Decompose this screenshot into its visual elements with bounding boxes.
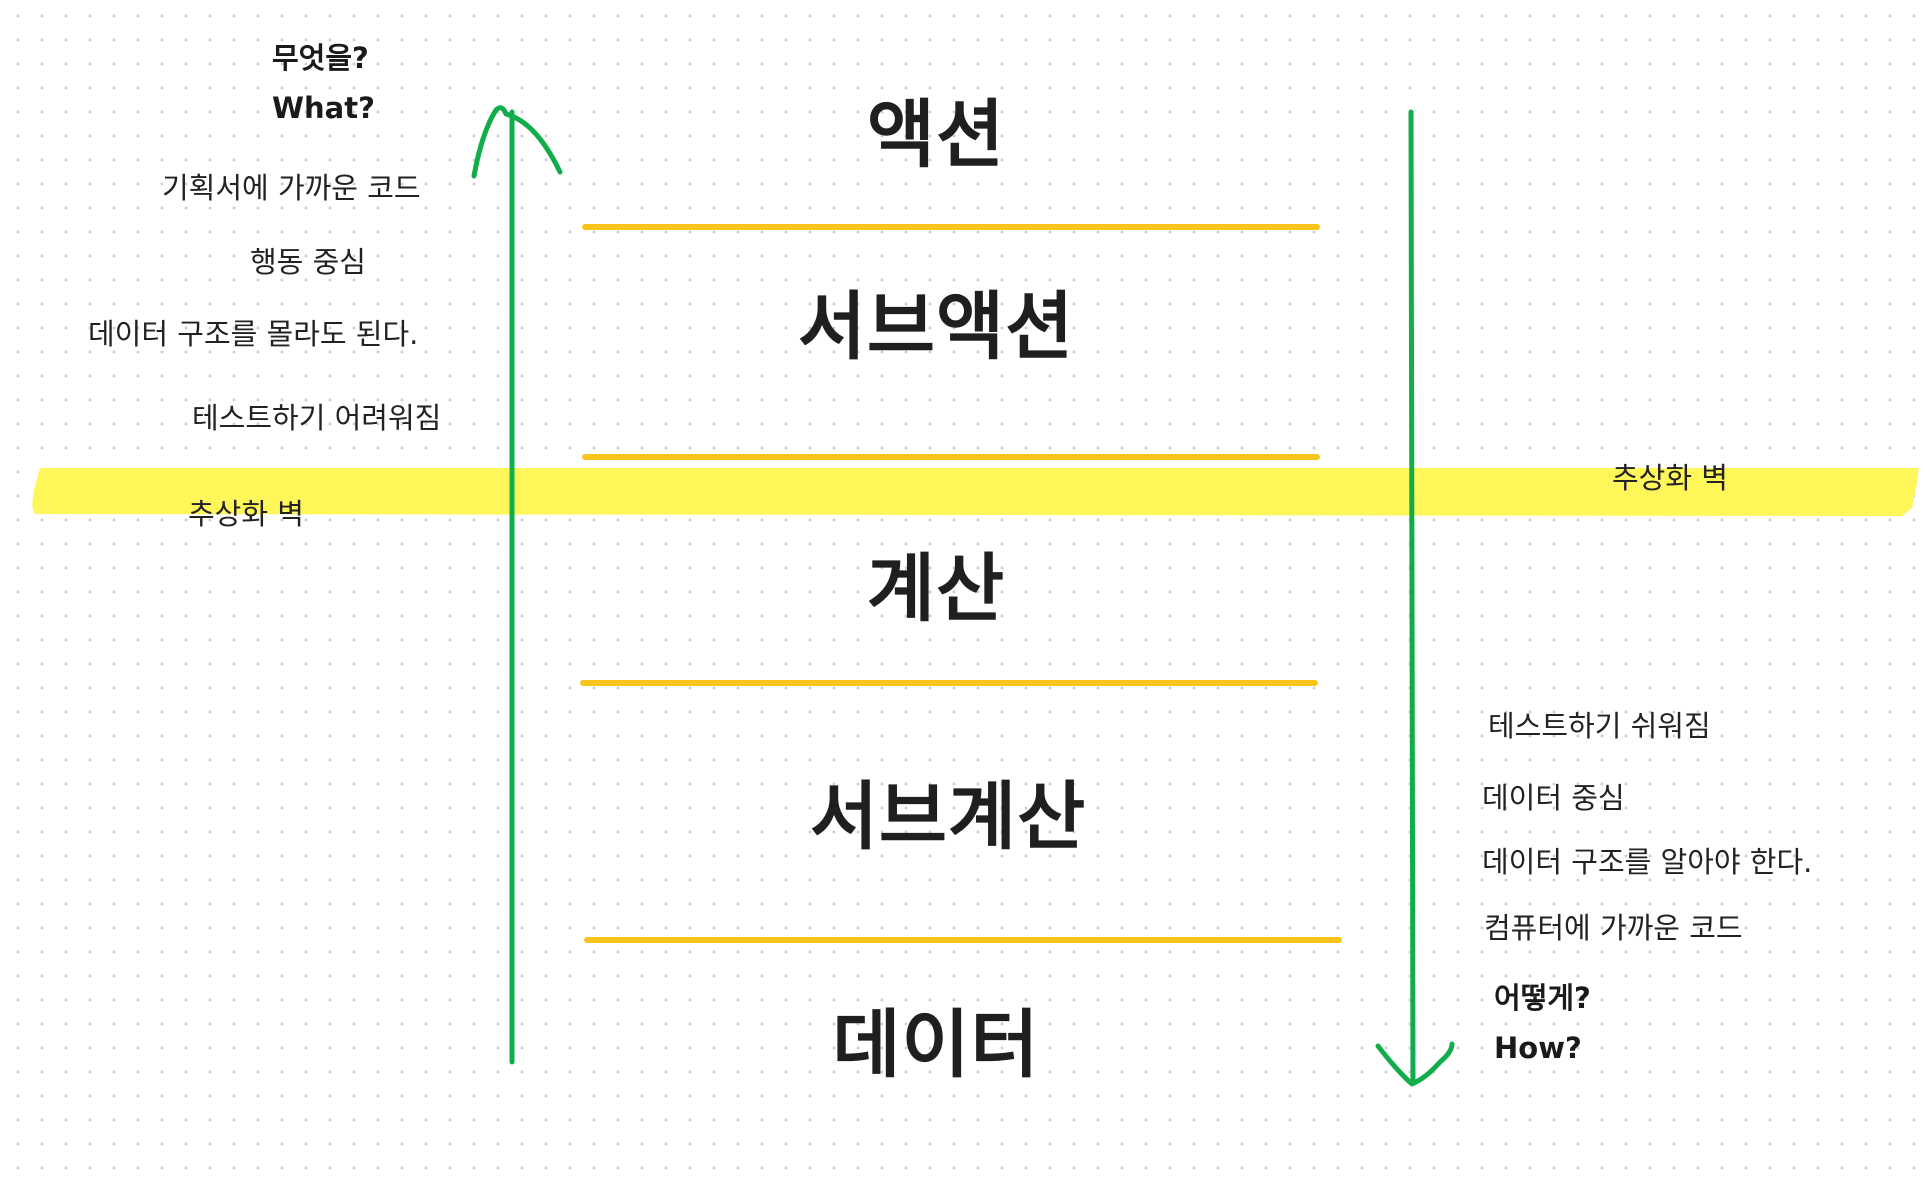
left-note-no-data-structure: 데이터 구조를 몰라도 된다. <box>88 317 419 351</box>
left-note-harder-to-test: 테스트하기 어려워짐 <box>192 401 442 435</box>
layer-label-subcalculation: 서브계산 <box>809 774 1087 860</box>
divider-subcalculation-data <box>584 937 1342 943</box>
left-question-english: What? <box>272 91 375 125</box>
layer-label-calculation: 계산 <box>866 546 1006 632</box>
left-note-spec-close: 기획서에 가까운 코드 <box>162 171 421 205</box>
right-wall-label: 추상화 벽 <box>1612 461 1728 495</box>
abstraction-wall-highlight <box>32 468 1919 516</box>
arrow-down-icon <box>1408 109 1416 1085</box>
right-note-computer-close: 컴퓨터에 가까운 코드 <box>1484 911 1743 945</box>
divider-subaction-calculation <box>582 454 1320 460</box>
right-question-korean: 어떻게? <box>1494 981 1591 1015</box>
left-note-action-centric: 행동 중심 <box>250 245 366 279</box>
right-note-easier-to-test: 테스트하기 쉬워짐 <box>1488 709 1711 743</box>
arrow-down-head <box>1375 1041 1455 1087</box>
left-wall-label: 추상화 벽 <box>188 497 304 531</box>
arrow-up-head <box>471 105 563 179</box>
left-question-korean: 무엇을? <box>272 41 369 75</box>
divider-action-subaction <box>582 224 1320 230</box>
layer-label-data: 데이터 <box>832 1002 1040 1088</box>
right-question-english: How? <box>1494 1031 1582 1065</box>
layer-label-action: 액션 <box>866 92 1006 178</box>
layer-label-subaction: 서브액션 <box>797 284 1075 370</box>
right-note-data-centric: 데이터 중심 <box>1482 781 1625 815</box>
right-note-know-data-structure: 데이터 구조를 알아야 한다. <box>1482 845 1813 879</box>
divider-calculation-subcalculation <box>580 680 1318 686</box>
up-arrow <box>471 105 563 1065</box>
down-arrow <box>1375 109 1455 1087</box>
